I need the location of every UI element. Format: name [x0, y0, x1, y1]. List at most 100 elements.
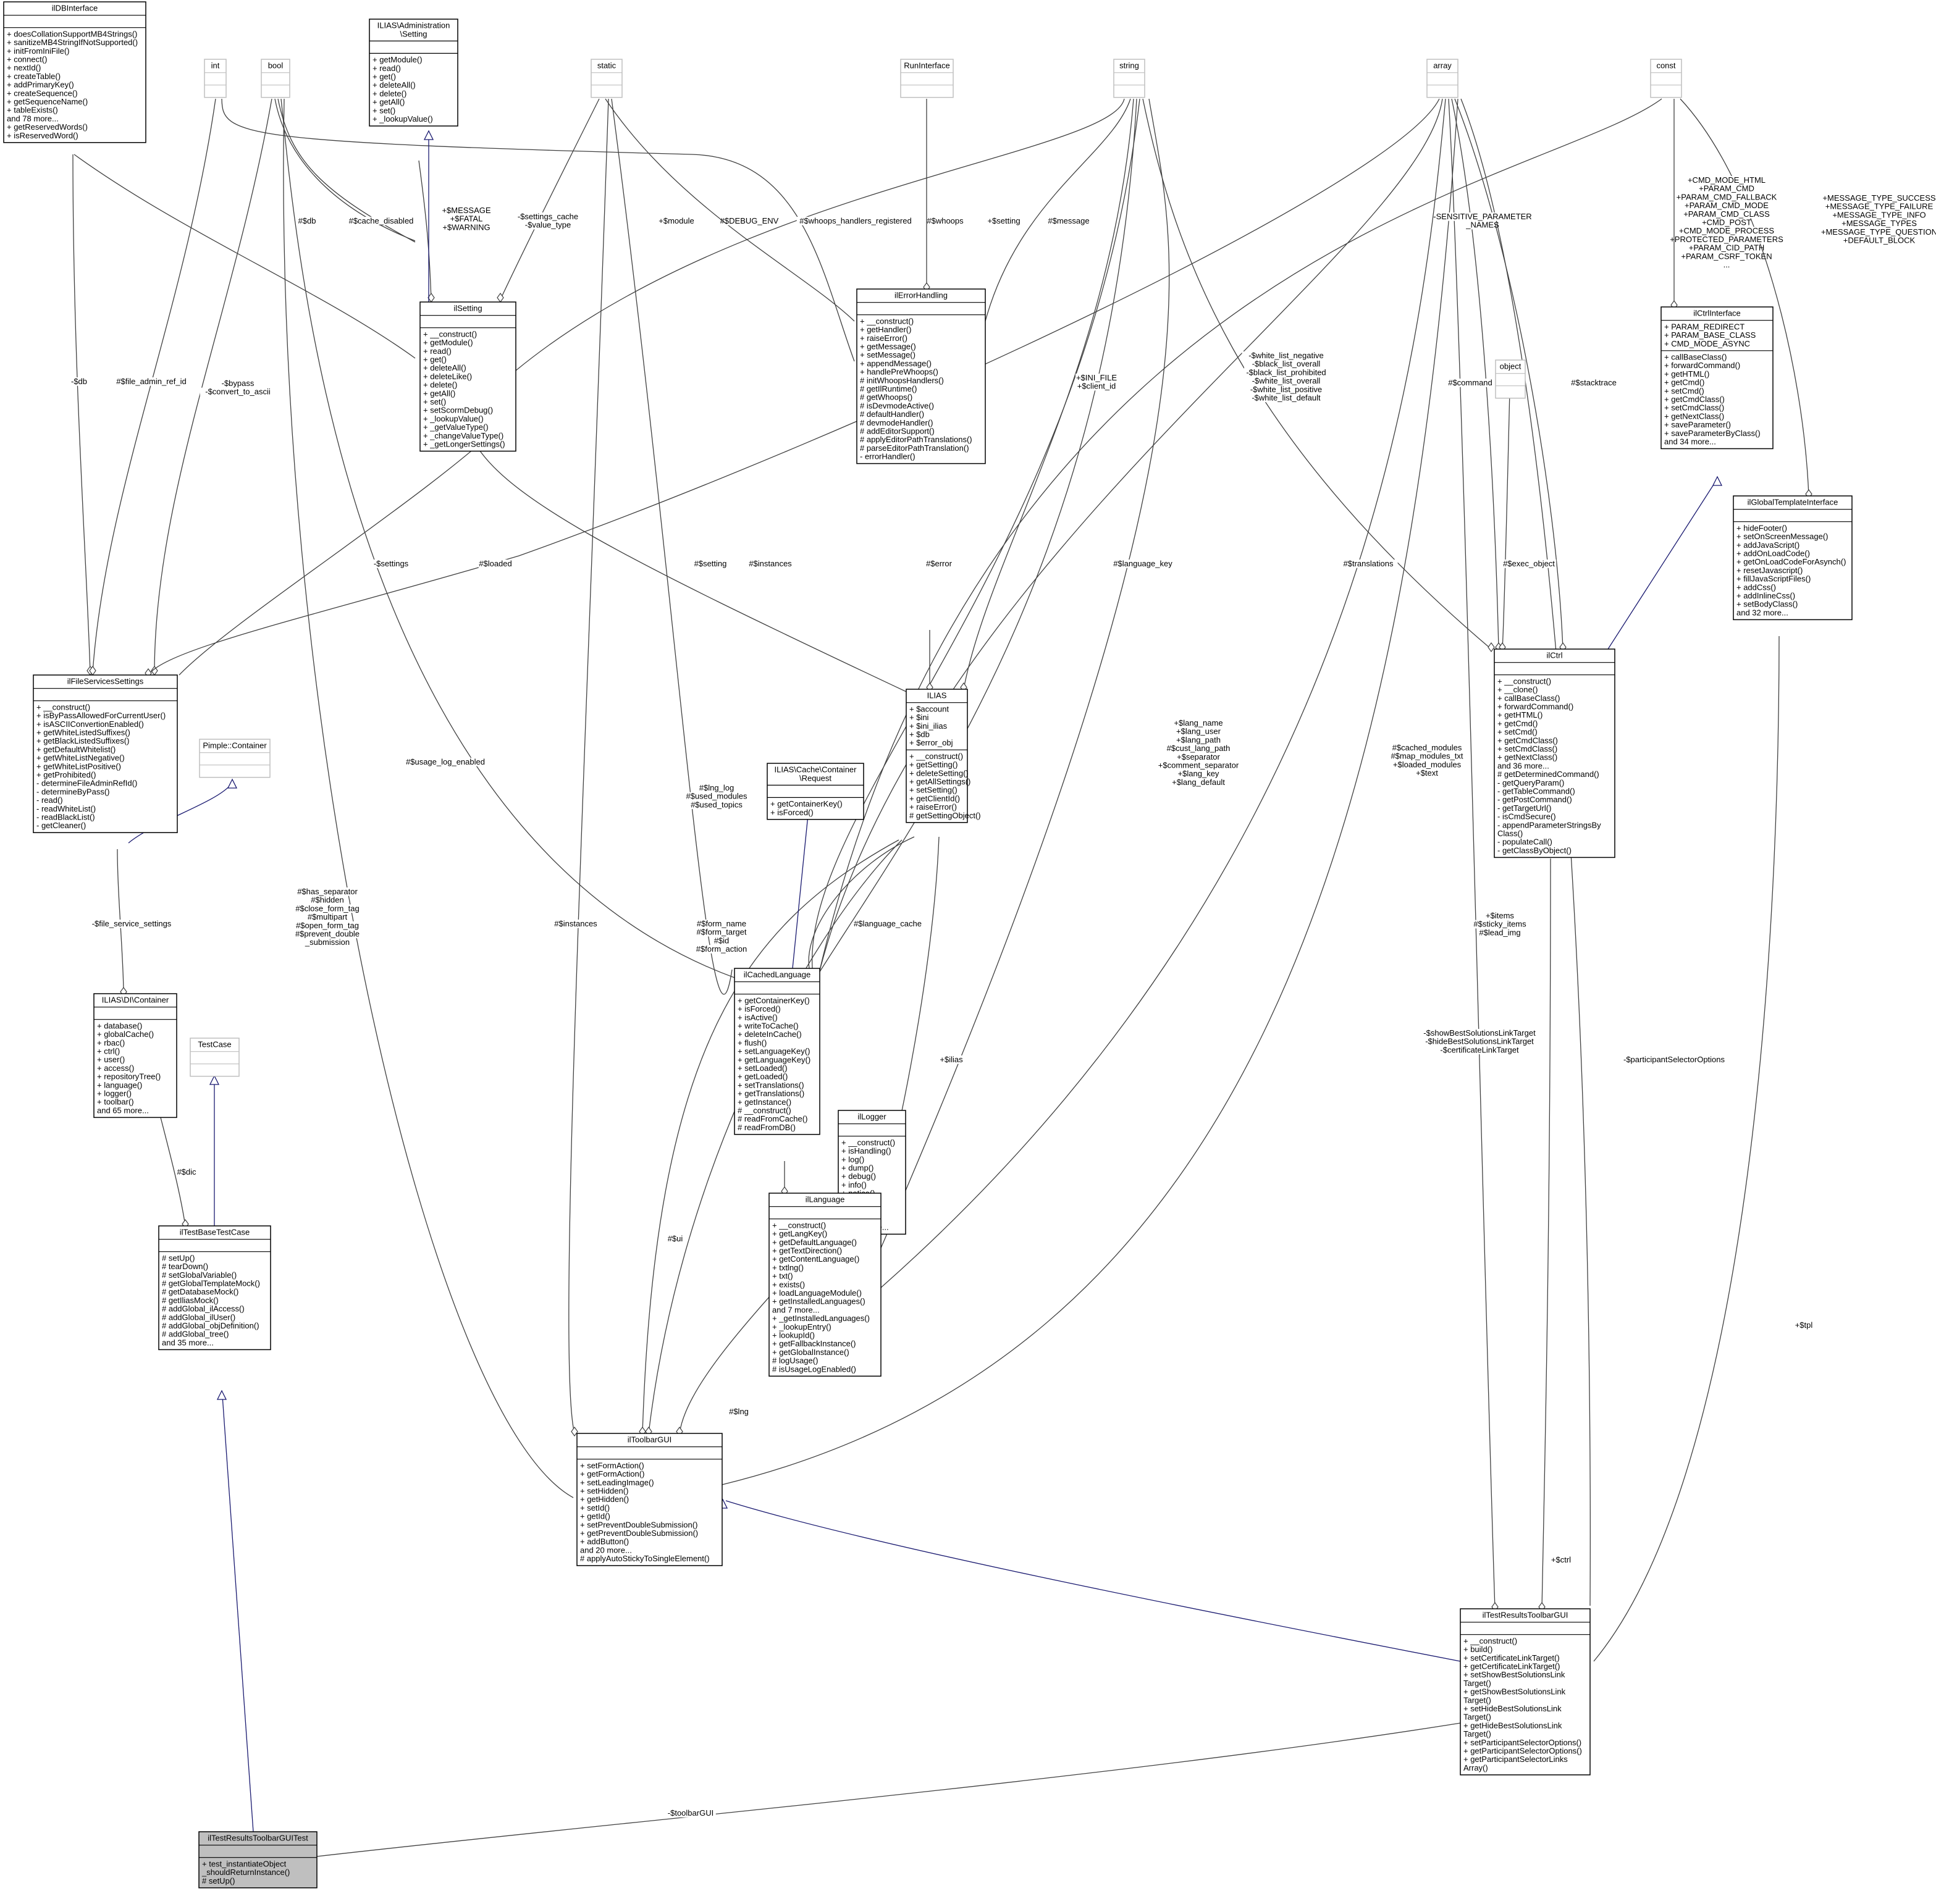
edge-label: +MESSAGE_TYPE_QUESTION [1821, 227, 1936, 237]
class-method: + getLanguageKey() [738, 1055, 810, 1064]
class-attribute: + CMD_MODE_ASYNC [1664, 339, 1750, 348]
association-edge [1680, 98, 1809, 497]
class-method: + initFromIniFile() [7, 46, 70, 56]
class-method: # logUsage() [772, 1356, 818, 1365]
association-edge [316, 1722, 1461, 1857]
edge-label: +$lang_user [1176, 727, 1221, 736]
class-method: + tableExists() [7, 106, 58, 115]
edge-label: +$ctrl [1551, 1555, 1571, 1564]
association-edge [280, 98, 767, 989]
class-method: # getSettingObject() [909, 811, 981, 820]
class-method: - appendParameterStringsBy [1497, 820, 1601, 829]
class-method: + addJavaScript() [1736, 540, 1799, 550]
class-method: + nextId() [7, 63, 41, 72]
edge-label: #$map_modules_txt [1391, 752, 1463, 761]
class-method: + database() [97, 1021, 142, 1030]
association-edge [274, 98, 416, 241]
class-method: + raiseError() [909, 802, 957, 812]
class-method: + forwardCommand() [1664, 361, 1740, 370]
class-method: + setTranslations() [738, 1080, 804, 1089]
association-edge [819, 98, 1137, 973]
class-method: + addInlineCss() [1736, 591, 1795, 600]
edge-label: +PARAM_CMD_MODE [1685, 201, 1769, 210]
class-method: + language() [97, 1080, 142, 1089]
class-method: Target() [1463, 1729, 1491, 1738]
class-method: + createTable() [7, 72, 61, 81]
edge-label: #$DEBUG_ENV [720, 216, 779, 225]
class-method: + getInstalledLanguages() [772, 1297, 865, 1306]
class-name: ilTestResultsToolbarGUI [1483, 1611, 1568, 1620]
edge-label: #$dic [177, 1167, 196, 1176]
class-method: + deleteAll() [423, 363, 466, 372]
class-method: # applyEditorPathTranslations() [860, 435, 972, 444]
edge-label: #$command [1448, 378, 1492, 387]
class-cacherequest: ILIAS\Cache\Container\Request+ getContai… [767, 763, 864, 820]
class-method: + setBodyClass() [1736, 600, 1798, 609]
class-name: Pimple::Container [203, 741, 267, 750]
class-method: + getHTML() [1497, 710, 1542, 719]
class-method: # __construct() [738, 1106, 791, 1115]
class-name: ilFileServicesSettings [67, 677, 144, 686]
class-method: and 35 more... [162, 1338, 214, 1347]
class-method: + callBaseClass() [1664, 353, 1727, 362]
class-method: + addCss() [1736, 582, 1776, 592]
class-method: # devmodeHandler() [860, 418, 933, 427]
class-name: bool [268, 61, 284, 70]
class-method: + _getLongerSettings() [423, 440, 505, 449]
class-method: + setLeadingImage() [580, 1478, 654, 1487]
association-edge [605, 98, 855, 322]
class-method: # tearDown() [162, 1262, 208, 1271]
class-name: ilLogger [857, 1112, 886, 1122]
class-method: - read() [36, 795, 63, 805]
class-ildbinterface: ilDBInterface+ doesCollationSupportMB4St… [3, 1, 146, 143]
class-method: _shouldReturnInstance() [201, 1868, 290, 1877]
edge-label: #$error [926, 559, 953, 568]
class-method: + getInstance() [738, 1097, 791, 1107]
class-method: + getProhibited() [36, 770, 96, 779]
edge-label: +$module [659, 216, 694, 225]
edge-label: +$lang_name [1174, 718, 1223, 728]
class-method: - readBlackList() [36, 813, 95, 822]
aggregation-diamond [1488, 642, 1495, 653]
edge-label: +CMD_POST [1702, 218, 1751, 227]
class-name: ilToolbarGUI [628, 1435, 672, 1445]
edge-label: #$lng_log [699, 783, 734, 792]
edge-label: +$INI_FILE [1076, 373, 1117, 382]
class-method: + writeToCache() [738, 1021, 799, 1031]
edge-label: +$setting [987, 216, 1020, 225]
class-method: + logger() [97, 1089, 132, 1098]
association-edge [1142, 98, 1492, 650]
association-edge [568, 98, 609, 1434]
class-method: - errorHandler() [860, 452, 915, 461]
class-method: + getCmdClass() [1497, 736, 1558, 745]
class-method: + getFormAction() [580, 1469, 644, 1478]
class-method: + setCmd() [1497, 728, 1538, 737]
class-method: + getCertificateLinkTarget() [1463, 1662, 1560, 1671]
class-method: + setShowBestSolutionsLink [1463, 1670, 1565, 1679]
edge-label: +$comment_separator [1158, 761, 1239, 770]
class-method: + isActive() [738, 1013, 778, 1022]
class-method: + dump() [841, 1164, 873, 1173]
edge-label: ... [1723, 260, 1730, 269]
class-name: object [1500, 362, 1521, 371]
edge-label: +MESSAGE_TYPE_INFO [1832, 210, 1925, 219]
edge-labels: -$db#$file_admin_ref_id-$bypass-$convert… [70, 175, 1936, 1818]
edge-label: #$lead_img [1479, 928, 1520, 937]
class-method: # isDevmodeActive() [860, 401, 934, 410]
edge-label: +PARAM_CID_PATH [1689, 243, 1764, 253]
class-method: + __construct() [1497, 676, 1551, 686]
class-method: # addEditorSupport() [860, 427, 935, 436]
class-method: + callBaseClass() [1497, 694, 1560, 703]
class-method: + isASCIIConvertionEnabled() [36, 719, 144, 729]
class-method: + read() [423, 346, 452, 356]
class-method: + __clone() [1497, 685, 1538, 694]
edge-label: +PARAM_CMD [1699, 184, 1754, 193]
edge-label: -$white_list_overall [1252, 376, 1321, 385]
edge-label: #$language_key [1113, 559, 1172, 568]
edge-label: -$showBestSolutionsLinkTarget [1423, 1028, 1536, 1038]
class-method: + setCmdClass() [1497, 744, 1557, 753]
class-name: ilSetting [453, 304, 482, 313]
association-edge [1502, 364, 1511, 650]
edge-label: -$white_list_default [1252, 393, 1321, 403]
edge-label: #$form_name [697, 919, 746, 928]
